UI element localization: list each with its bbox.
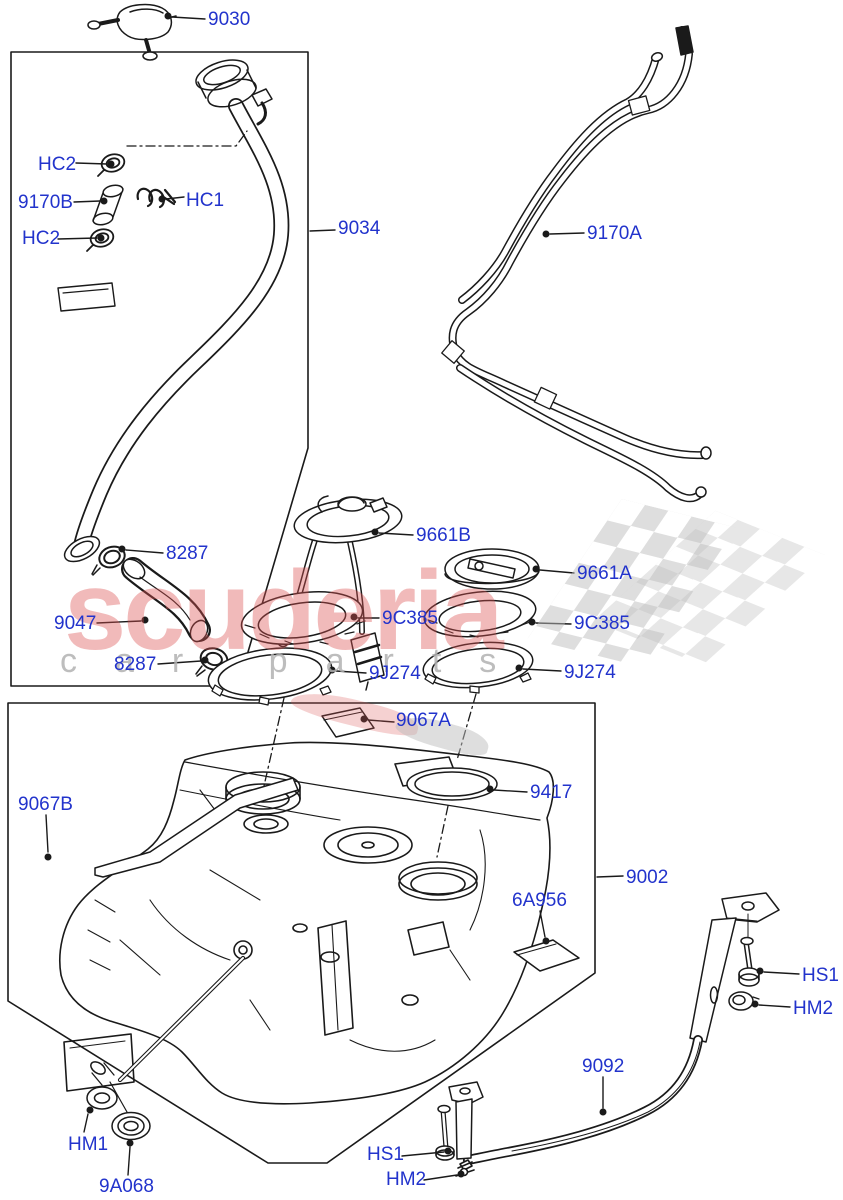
- callout-9417: 9417: [530, 782, 573, 803]
- callout-9002: 9002: [626, 867, 669, 888]
- callout-9034: 9034: [338, 218, 381, 239]
- callout-9170a: 9170A: [587, 223, 642, 244]
- strap-9092-drawing: [448, 892, 780, 1165]
- leader-lines: [45, 16, 800, 1181]
- filler-pipe-9034-drawing: [57, 59, 290, 563]
- callout-9661a: 9661A: [577, 563, 632, 584]
- lock-ring-9j274-left-drawing: [207, 647, 333, 706]
- sender-9661a-drawing: [444, 548, 540, 590]
- callout-8287-upper: 8287: [166, 543, 209, 564]
- callout-hs1-bottom: HS1: [367, 1144, 404, 1165]
- callout-hm2-bottom: HM2: [386, 1169, 427, 1190]
- callout-9c385-right: 9C385: [574, 613, 630, 634]
- callout-hs1-right: HS1: [802, 965, 839, 986]
- hose-9047-drawing: [121, 557, 211, 643]
- stud-hm1-grommet-drawing: [86, 955, 246, 1141]
- nut-hm2-right-drawing: [728, 991, 760, 1011]
- callout-9a068: 9A068: [99, 1176, 154, 1197]
- pad-9067a-drawing: [321, 707, 375, 738]
- lower-section-box: [7, 702, 596, 1164]
- callout-9092: 9092: [582, 1056, 625, 1077]
- lock-ring-9j274-right-drawing: [422, 641, 534, 694]
- callout-6a956: 6A956: [512, 890, 567, 911]
- callout-hm2-right: HM2: [793, 998, 834, 1019]
- bolt-hs1-right-drawing: [738, 913, 760, 987]
- strip-9067b-drawing: [94, 777, 299, 878]
- seal-9417-drawing: [406, 767, 498, 801]
- callout-9047: 9047: [54, 613, 97, 634]
- callout-hm1: HM1: [68, 1134, 109, 1155]
- callout-hc2-lower: HC2: [22, 228, 61, 249]
- callout-9c385-left: 9C385: [382, 608, 438, 629]
- callout-9j274-right: 9J274: [564, 662, 616, 683]
- seal-9c385-right-drawing: [423, 590, 537, 638]
- valve-9030-drawing: [87, 3, 177, 61]
- callout-9661b: 9661B: [416, 525, 471, 546]
- callout-9067b: 9067B: [18, 794, 73, 815]
- clip-hc1-drawing: [136, 187, 177, 209]
- upper-section-box: [10, 51, 309, 687]
- callout-hc2-upper: HC2: [38, 154, 77, 175]
- callout-9j274-left: 9J274: [369, 663, 421, 684]
- fuel-tube-9170a-drawing: [441, 25, 712, 503]
- leader-dots: [44, 12, 764, 1178]
- callout-hc1: HC1: [186, 190, 225, 211]
- clamp-8287-upper-drawing: [91, 545, 126, 576]
- callout-9170b: 9170B: [18, 192, 73, 213]
- callout-8287-lower: 8287: [114, 654, 157, 675]
- pad-6a956-drawing: [513, 939, 580, 972]
- seal-9c385-left-drawing: [240, 591, 366, 645]
- callout-9030: 9030: [208, 9, 251, 30]
- breather-tube-9170b-drawing: [92, 184, 124, 226]
- callout-9067a: 9067A: [396, 710, 451, 731]
